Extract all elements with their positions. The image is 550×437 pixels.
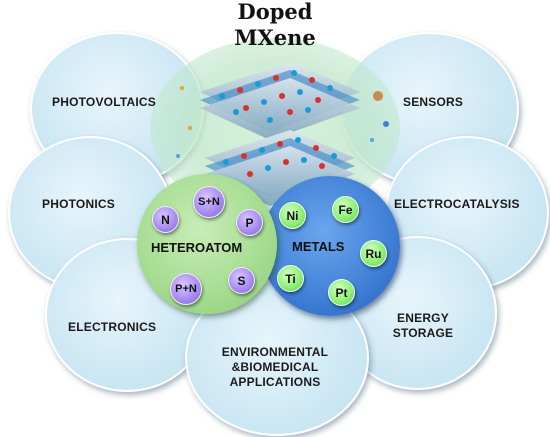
title-line-2: MXene	[234, 25, 316, 50]
electrocatalysis-label: ELECTROCATALYSIS	[394, 197, 520, 211]
atom-s-plus-n: S+N	[193, 186, 225, 218]
env-bio-label-line-3: APPLICATIONS	[229, 375, 321, 389]
mxene-upper-layer	[200, 62, 360, 140]
atom-pt: Pt	[328, 279, 355, 306]
atom-p: P	[236, 209, 263, 236]
heteroatom-label: HETEROATOM	[151, 240, 243, 255]
environmental-biomedical-label: ENVIRONMENTAL &BIOMEDICAL APPLICATIONS	[200, 345, 350, 390]
energy-storage-label-line-1: ENERGY	[397, 311, 449, 325]
atom-s: S	[228, 267, 255, 294]
photovoltaics-label: PHOTOVOLTAICS	[52, 95, 156, 109]
metals-label: METALS	[292, 239, 345, 254]
energy-storage-label: ENERGY STORAGE	[383, 311, 463, 341]
atom-ti: Ti	[277, 265, 304, 292]
mxene-lower-atoms	[223, 137, 337, 177]
atom-ni: Ni	[279, 202, 306, 229]
photonics-label: PHOTONICS	[42, 197, 115, 211]
title-line-1: Doped	[237, 0, 313, 24]
atom-p-plus-n: P+N	[170, 273, 202, 305]
atom-fe: Fe	[332, 196, 359, 223]
atom-n: N	[152, 206, 179, 233]
mxene-upper-atoms	[219, 70, 333, 123]
energy-storage-label-line-2: STORAGE	[392, 326, 454, 340]
env-bio-label-line-2: &BIOMEDICAL	[231, 360, 319, 374]
atom-ru: Ru	[360, 240, 387, 267]
sensors-label: SENSORS	[403, 95, 464, 109]
env-bio-label-line-1: ENVIRONMENTAL	[221, 345, 329, 359]
electronics-label: ELECTRONICS	[68, 320, 157, 334]
